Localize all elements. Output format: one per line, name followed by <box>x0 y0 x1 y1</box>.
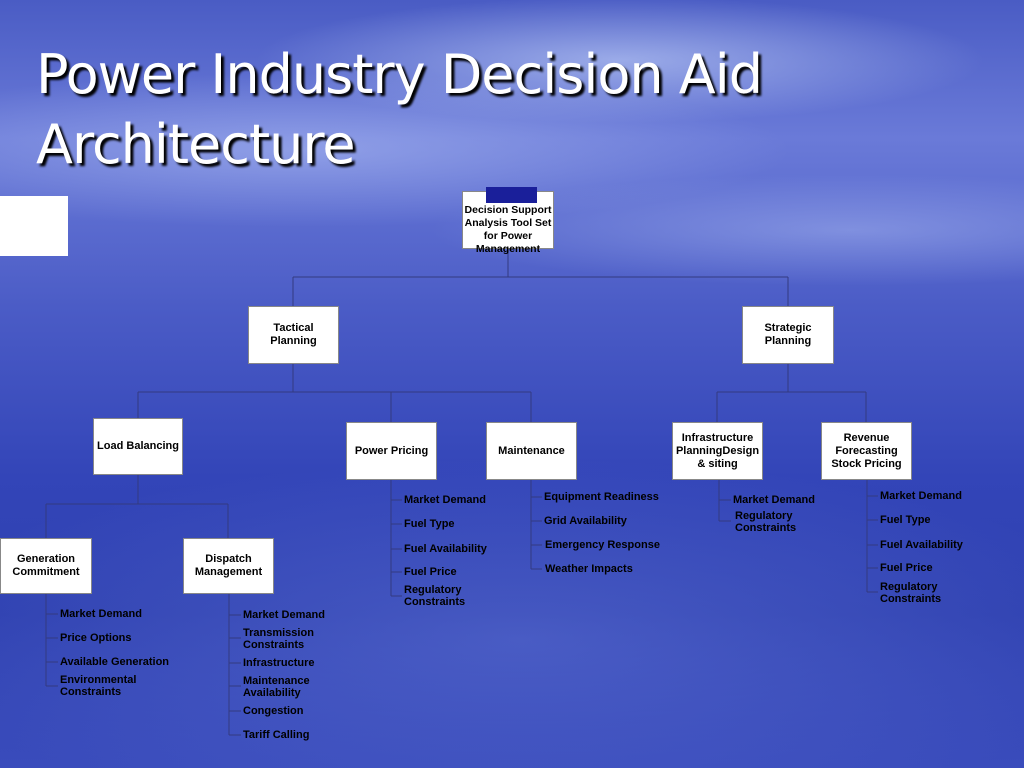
leaf-infrastructure-regulatory-constraints: Regulatory Constraints <box>735 510 797 534</box>
slide-title: Power Industry Decision Aid Architecture <box>36 43 763 176</box>
leaf-dispatch-maintenance-availability: Maintenance Availability <box>243 675 310 699</box>
leaf-maintenance-weather-impacts: Weather Impacts <box>545 563 633 575</box>
leaf-maintenance-grid-availability: Grid Availability <box>544 515 627 527</box>
leaf-infrastructure-market-demand: Market Demand <box>733 494 815 506</box>
node-maintenance: Maintenance <box>486 422 577 480</box>
leaf-revenue-regulatory-constraints: Regulatory Constraints <box>880 581 942 605</box>
node-load-balancing: Load Balancing <box>93 418 183 475</box>
leaf-pricing-fuel-availability: Fuel Availability <box>404 543 487 555</box>
leaf-generation-market-demand: Market Demand <box>60 608 142 620</box>
leaf-pricing-fuel-type: Fuel Type <box>404 518 455 530</box>
leaf-dispatch-market-demand: Market Demand <box>243 609 325 621</box>
leaf-revenue-fuel-type: Fuel Type <box>880 514 931 526</box>
node-dispatch-management: Dispatch Management <box>183 538 274 594</box>
node-tactical-planning: Tactical Planning <box>248 306 339 364</box>
leaf-dispatch-tariff-calling: Tariff Calling <box>243 729 310 741</box>
leaf-dispatch-congestion: Congestion <box>243 705 304 717</box>
leaf-generation-price-options: Price Options <box>60 632 132 644</box>
white-rectangle <box>0 196 68 256</box>
leaf-dispatch-transmission-constraints: Transmission Constraints <box>243 627 314 651</box>
node-strategic-planning: Strategic Planning <box>742 306 834 364</box>
node-generation-commitment: Generation Commitment <box>0 538 92 594</box>
leaf-revenue-fuel-price: Fuel Price <box>880 562 933 574</box>
root-tab-marker <box>486 187 537 203</box>
leaf-pricing-fuel-price: Fuel Price <box>404 566 457 578</box>
leaf-maintenance-equipment-readiness: Equipment Readiness <box>544 491 659 503</box>
leaf-dispatch-infrastructure: Infrastructure <box>243 657 315 669</box>
leaf-revenue-market-demand: Market Demand <box>880 490 962 502</box>
leaf-maintenance-emergency-response: Emergency Response <box>545 539 660 551</box>
leaf-pricing-market-demand: Market Demand <box>404 494 486 506</box>
leaf-generation-available-generation: Available Generation <box>60 656 170 668</box>
node-power-pricing: Power Pricing <box>346 422 437 480</box>
leaf-revenue-fuel-availability: Fuel Availability <box>880 539 963 551</box>
node-revenue-forecasting: Revenue Forecasting Stock Pricing <box>821 422 912 480</box>
leaf-generation-environmental-constraints: Environmental Constraints <box>60 674 137 698</box>
node-infrastructure-planning: Infrastructure PlanningDesign & siting <box>672 422 763 480</box>
leaf-pricing-regulatory-constraints: Regulatory Constraints <box>404 584 466 608</box>
